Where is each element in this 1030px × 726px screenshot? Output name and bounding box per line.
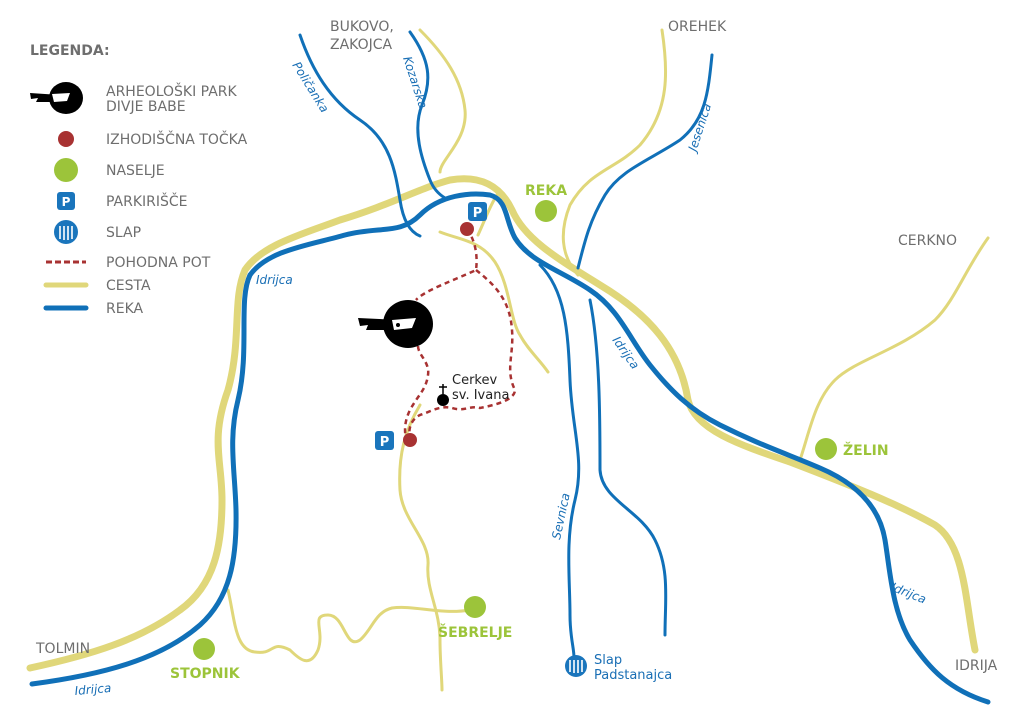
settlement-icon (54, 158, 78, 182)
legend-label: IZHODIŠČNA TOČKA (106, 130, 248, 148)
river-label-jesenica: Jesenica (685, 102, 714, 155)
church-label-2: sv. Ivana (452, 388, 509, 403)
road-orehek (561, 28, 668, 277)
waterfall-icon (565, 655, 587, 677)
trail-segment (415, 228, 478, 301)
legend: LEGENDA: ARHEOLOŠKI PARK DIVJE BABE IZHO… (30, 43, 248, 317)
legend-label: REKA (106, 301, 144, 317)
place-tolmin: TOLMIN (35, 641, 90, 657)
place-zakojca: ZAKOJCA (330, 37, 393, 53)
trail-segment (408, 269, 517, 441)
parking-icon: P (57, 192, 75, 210)
slap-label-2: Padstanajca (594, 668, 672, 683)
river-idrijca (29, 191, 991, 705)
place-bukovo: BUKOVO, (330, 19, 394, 35)
settlement-label-zelin: ŽELIN (843, 442, 889, 459)
parking-south: P (375, 431, 394, 450)
legend-label: DIVJE BABE (106, 99, 186, 115)
parking-north: P (468, 202, 487, 221)
road-sebrelje (226, 588, 472, 663)
river-jesenica (576, 53, 714, 270)
cave-park-icon (358, 300, 433, 348)
river-label-idrijca-west: Idrijca (256, 273, 293, 287)
trail-segment (403, 345, 430, 439)
river-kozarska (408, 30, 447, 200)
svg-text:P: P (380, 435, 390, 450)
river-policanka (298, 33, 422, 238)
settlement-label-reka: REKA (525, 183, 567, 199)
rivers (29, 30, 991, 705)
main-road (26, 175, 979, 672)
place-orehek: OREHEK (668, 19, 727, 35)
road-to-p (476, 188, 502, 237)
legend-label: NASELJE (106, 163, 165, 179)
start-point-south (403, 433, 417, 447)
place-cerkno: CERKNO (898, 233, 957, 249)
settlement-sebrelje (464, 596, 486, 618)
svg-text:P: P (473, 206, 483, 221)
start-point-north (460, 222, 474, 236)
settlement-zelin (815, 438, 837, 460)
settlement-reka (535, 200, 557, 222)
road-cerkno (798, 236, 990, 462)
road-center (438, 230, 550, 374)
river-label-idrijca-center: Idrijca (610, 334, 643, 372)
road-bukovo (418, 28, 467, 174)
settlement-stopnik (193, 638, 215, 660)
hiking-trail (403, 228, 517, 441)
legend-label: POHODNA POT (106, 255, 211, 271)
svg-text:P: P (62, 195, 71, 209)
cave-park-icon (30, 82, 83, 114)
river-branch (588, 298, 668, 637)
start-point-icon (58, 131, 74, 147)
place-idrija: IDRIJA (955, 658, 998, 674)
church-icon (437, 384, 449, 406)
waterfall-icon (54, 220, 78, 244)
legend-label: ARHEOLOŠKI PARK (106, 82, 238, 100)
settlement-label-stopnik: STOPNIK (170, 666, 241, 682)
river-label-idrijca-south: Idrijca (74, 681, 112, 698)
legend-label: CESTA (106, 278, 151, 294)
roads (26, 28, 990, 692)
church-label-1: Cerkev (452, 373, 497, 388)
legend-title: LEGENDA: (30, 43, 110, 59)
settlement-label-sebrelje: ŠEBRELJE (438, 623, 512, 641)
slap-label-1: Slap (594, 653, 622, 668)
legend-label: PARKIRIŠČE (106, 192, 188, 210)
river-sevnica (538, 263, 581, 664)
legend-label: SLAP (106, 225, 141, 241)
road-south (398, 403, 444, 692)
